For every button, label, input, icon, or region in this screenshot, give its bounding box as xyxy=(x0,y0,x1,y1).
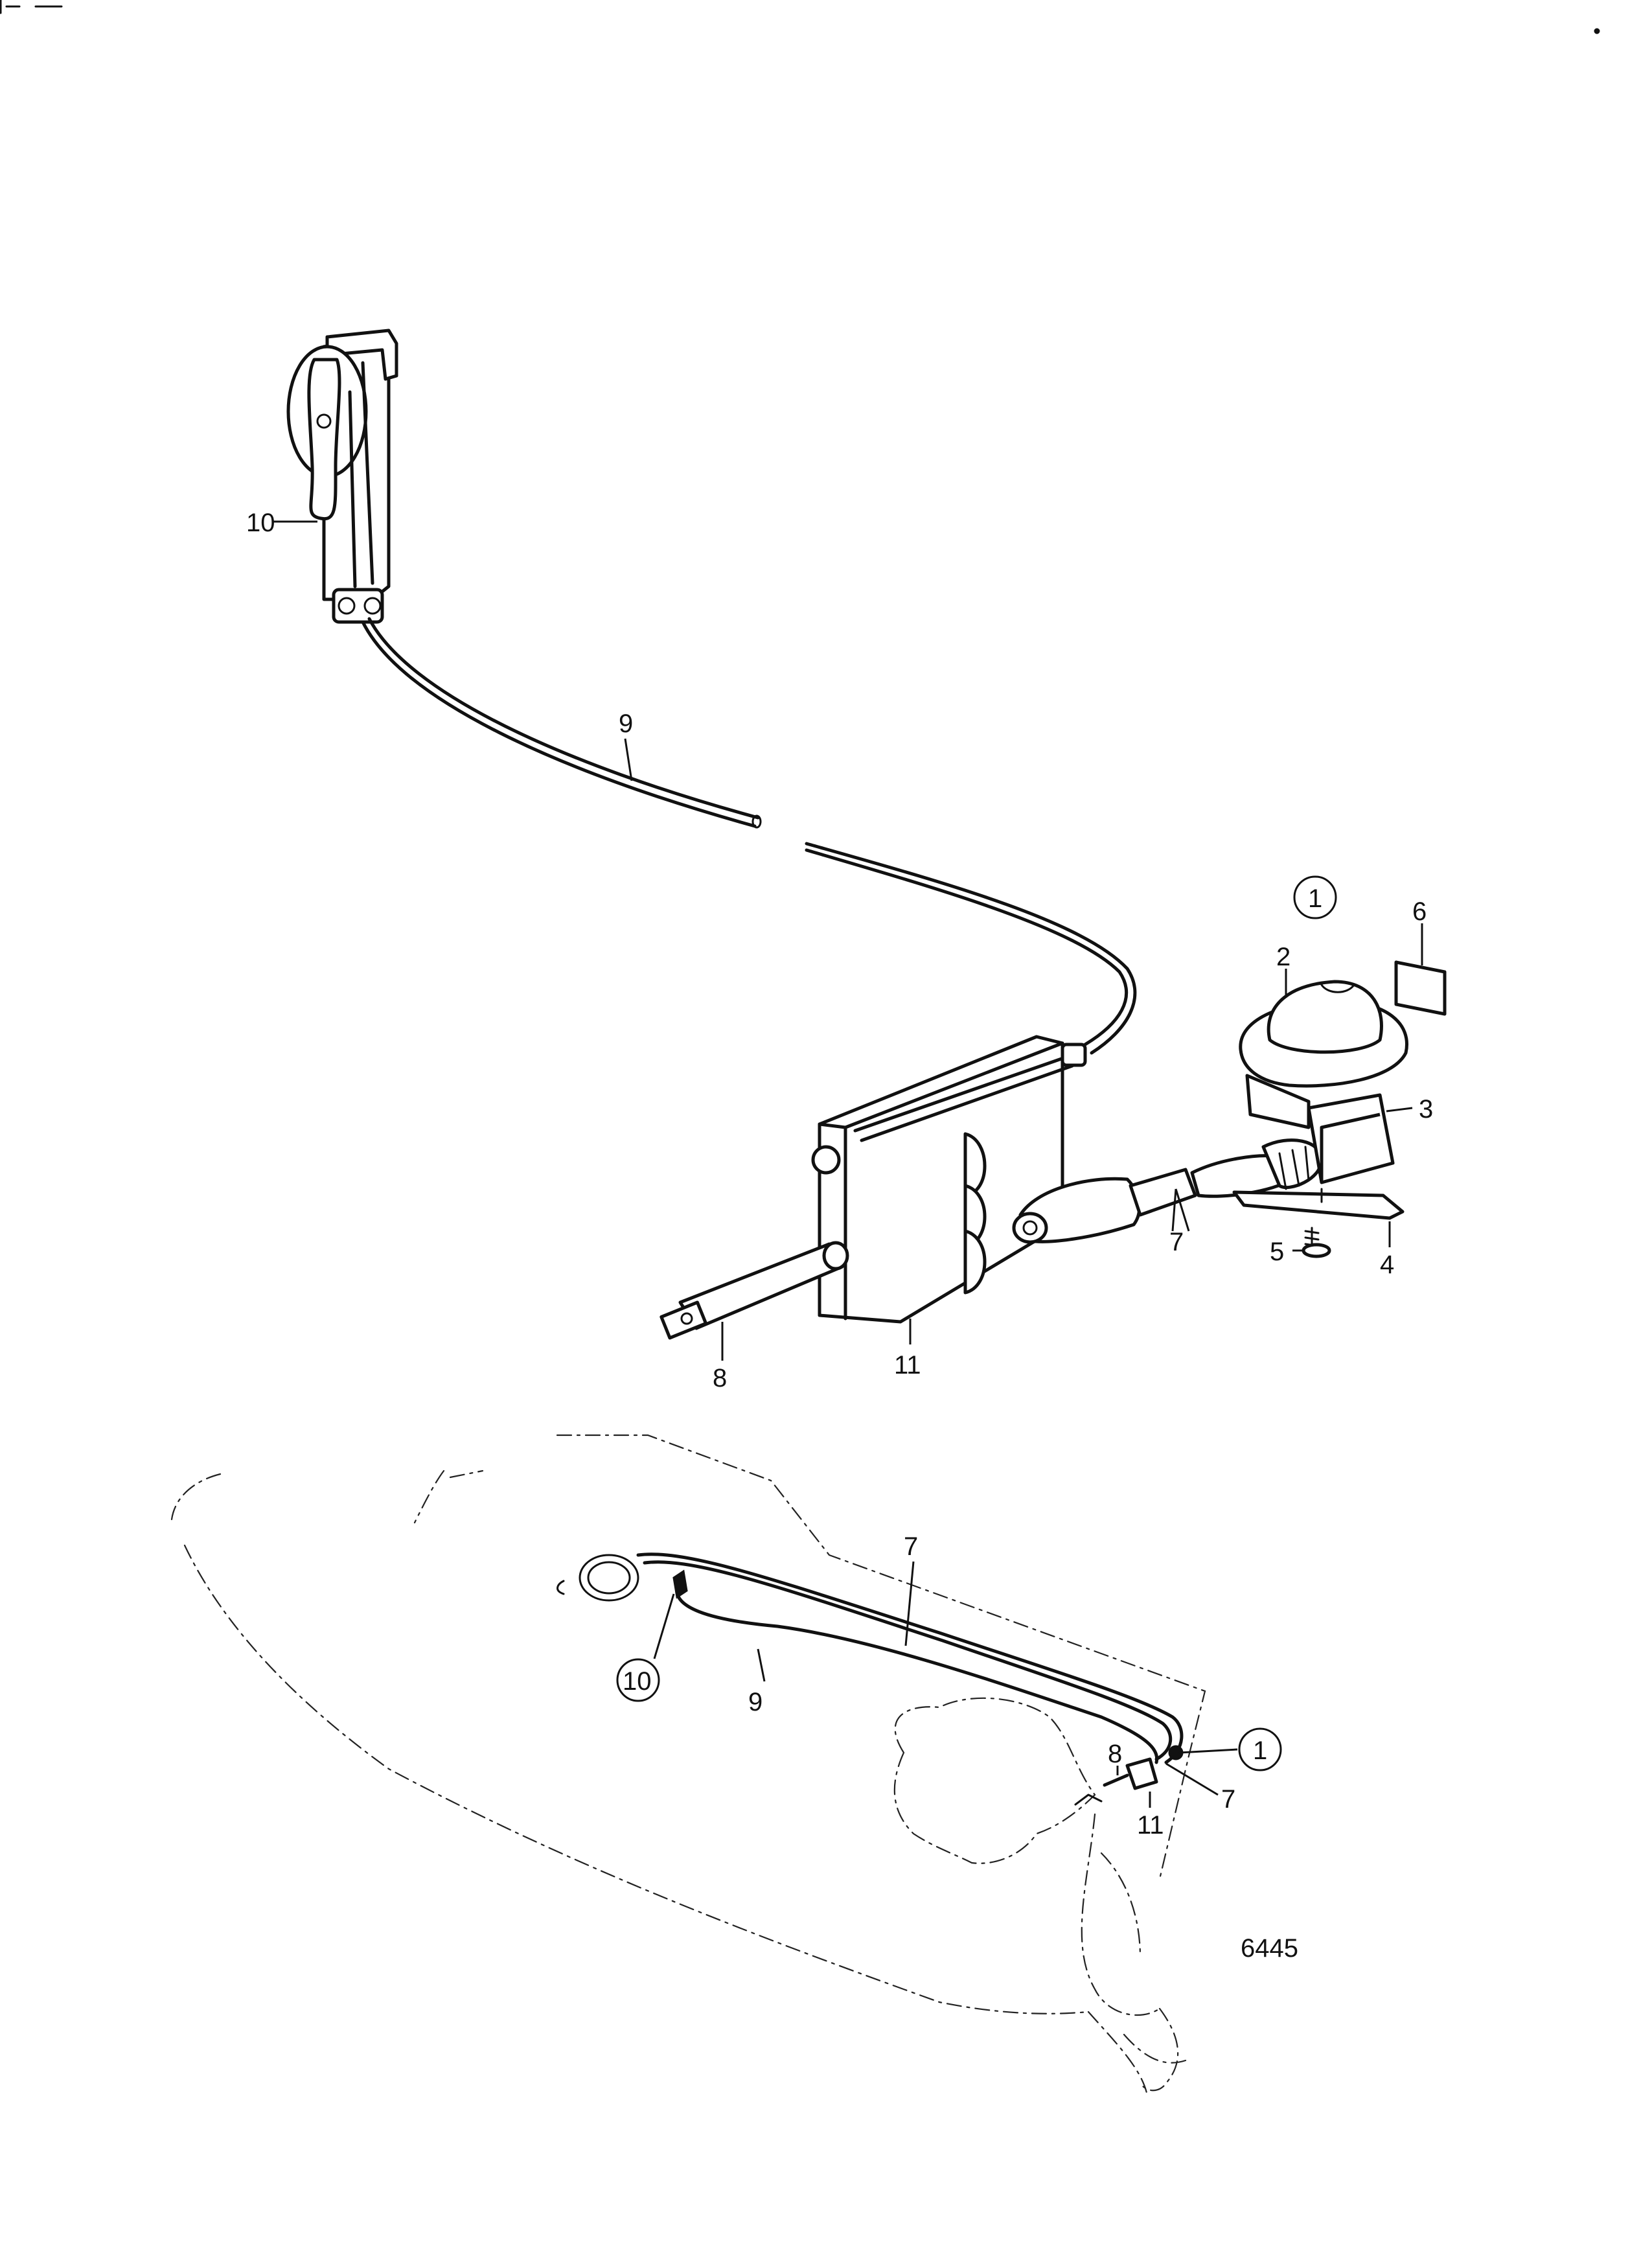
callout-10-bottom: 10 xyxy=(623,1667,652,1696)
callout-9-bottom: 9 xyxy=(748,1688,763,1716)
label-plate-part xyxy=(1394,960,1447,1016)
boat-hull-outline xyxy=(170,1434,1206,2094)
callout-7-bottom: 7 xyxy=(904,1532,918,1561)
callout-7-top: 7 xyxy=(1169,1228,1184,1256)
callout-10-top: 10 xyxy=(246,509,275,537)
callout-6-top: 6 xyxy=(1412,897,1427,926)
callout-2-top: 2 xyxy=(1276,943,1291,971)
callout-3-top: 3 xyxy=(1419,1095,1433,1124)
group-circle-10-bottom xyxy=(616,1658,660,1702)
cable-part xyxy=(361,617,1137,1055)
callout-8-bottom: 8 xyxy=(1108,1740,1122,1768)
control-lever-part xyxy=(286,329,398,624)
cable-run-bottom xyxy=(636,1552,1184,1806)
actuator-unit-part xyxy=(660,1035,1087,1340)
callout-9-top: 9 xyxy=(619,709,633,738)
housing-part xyxy=(1239,980,1408,1184)
callout-8-top: 8 xyxy=(713,1364,727,1392)
connector-part xyxy=(1012,1138,1324,1244)
callout-4-top: 4 xyxy=(1380,1251,1394,1279)
figure-number: 6445 xyxy=(1241,1934,1298,1963)
callout-1-bottom: 1 xyxy=(1253,1736,1267,1765)
callout-11-top: 11 xyxy=(894,1351,921,1379)
scan-mark xyxy=(0,0,63,14)
callout-11-bottom: 11 xyxy=(1137,1811,1164,1840)
group-circle-top xyxy=(1293,875,1337,919)
steering-wheel xyxy=(556,1554,639,1602)
callout-1-top: 1 xyxy=(1308,884,1322,913)
engine-outline xyxy=(893,1697,1187,2092)
bracket-part xyxy=(1232,1188,1405,1220)
screw-part xyxy=(1302,1227,1331,1258)
callout-7-bottom-right: 7 xyxy=(1221,1785,1235,1814)
callout-5-top: 5 xyxy=(1270,1238,1284,1266)
scan-dot xyxy=(1594,28,1600,34)
group-circle-1-bottom xyxy=(1238,1727,1282,1771)
